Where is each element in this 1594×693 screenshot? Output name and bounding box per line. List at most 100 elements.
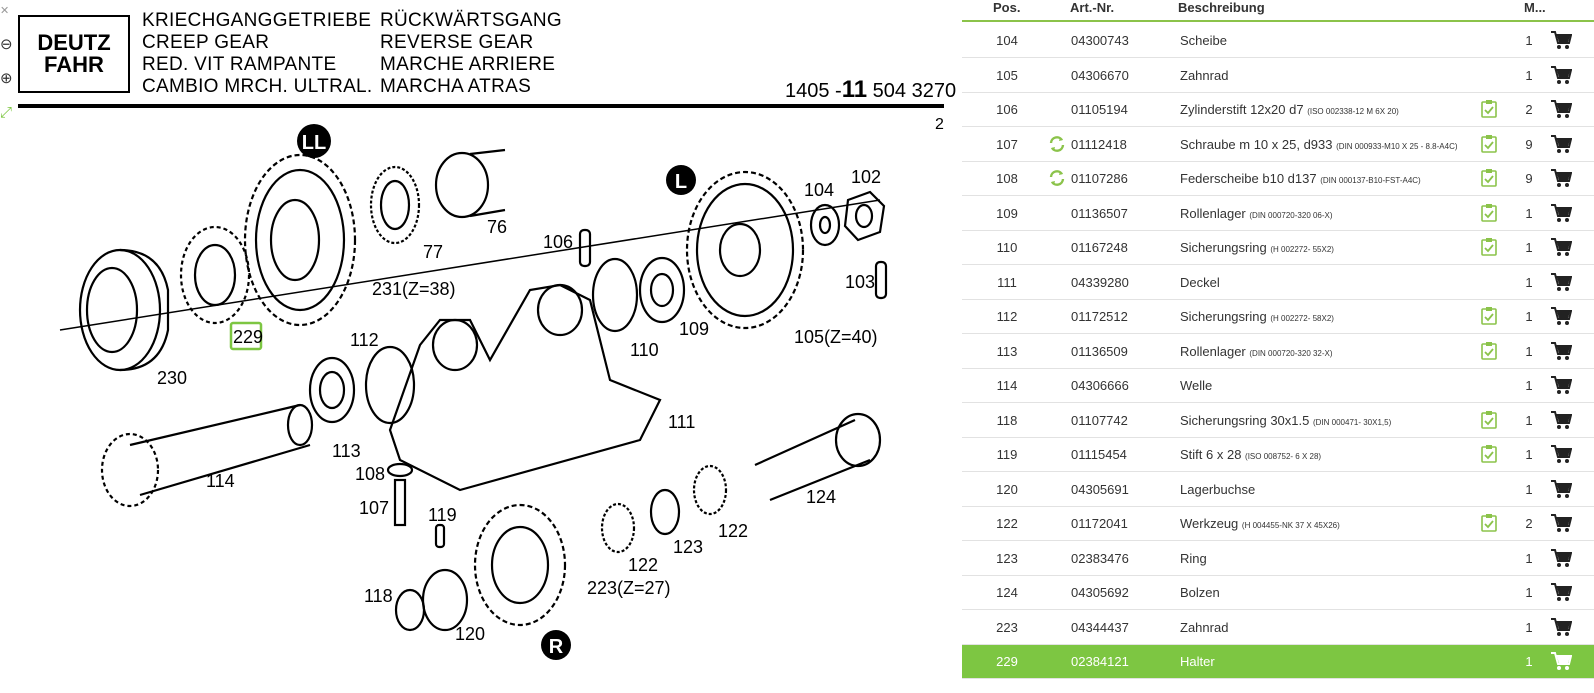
callout-76: 76 (487, 217, 507, 237)
cart-icon[interactable] (1550, 134, 1573, 157)
callout-113: 113 (332, 441, 361, 461)
table-header: Pos. Art.-Nr. Beschreibung M... (962, 0, 1594, 22)
header-description[interactable]: Beschreibung (1178, 0, 1265, 15)
cell-art-nr[interactable]: 04339280 (1071, 274, 1129, 290)
cart-icon[interactable] (1550, 341, 1573, 364)
callout-229[interactable]: 229 (233, 327, 263, 347)
zoom-in-icon[interactable]: ⊕ (0, 70, 13, 87)
cell-art-nr[interactable]: 01112418 (1071, 136, 1127, 152)
callout-223: 223(Z=27) (587, 578, 671, 598)
cart-icon[interactable] (1550, 272, 1573, 295)
datasheet-icon[interactable] (1480, 134, 1498, 157)
cart-icon[interactable] (1550, 582, 1573, 605)
datasheet-icon[interactable] (1480, 168, 1498, 191)
cart-icon[interactable] (1550, 479, 1573, 502)
cart-icon[interactable] (1550, 30, 1573, 53)
cell-description: Ring (1180, 551, 1207, 566)
cart-icon[interactable] (1550, 375, 1573, 398)
title-line: KRIECHGANGGETRIEBE (142, 10, 372, 31)
datasheet-icon[interactable] (1480, 444, 1498, 467)
cell-description: Halter (1180, 654, 1215, 669)
cart-icon[interactable] (1550, 99, 1573, 122)
replacement-icon[interactable] (1048, 169, 1066, 190)
cart-icon[interactable] (1550, 168, 1573, 191)
expand-icon[interactable]: ⤢ (0, 104, 13, 121)
cell-art-nr[interactable]: 04344437 (1071, 619, 1129, 635)
cell-art-nr[interactable]: 04306670 (1071, 67, 1129, 83)
cell-art-nr[interactable]: 01172512 (1071, 309, 1128, 324)
cart-icon[interactable] (1550, 513, 1573, 536)
cell-art-nr[interactable]: 01107286 (1071, 171, 1128, 186)
cell-quantity: 1 (1525, 67, 1533, 83)
cell-art-nr[interactable]: 04305692 (1071, 585, 1129, 600)
description-text: Lagerbuchse (1180, 481, 1256, 497)
cell-art-nr[interactable]: 01172041 (1071, 516, 1128, 531)
header-art-nr[interactable]: Art.-Nr. (1070, 0, 1115, 15)
callout-107: 107 (359, 498, 389, 518)
description-text: Sicherungsring (1180, 240, 1267, 255)
datasheet-icon[interactable] (1480, 410, 1498, 433)
cell-description: Schraube m 10 x 25, d933 (DIN 000933-M10… (1180, 137, 1458, 152)
cell-art-nr[interactable]: 04305691 (1071, 481, 1129, 497)
cell-art-nr[interactable]: 02384121 (1071, 654, 1129, 669)
cell-art-nr[interactable]: 01136507 (1071, 205, 1128, 221)
zoom-out-icon[interactable]: ⊖ (0, 36, 13, 53)
cell-art-nr[interactable]: 01167248 (1071, 240, 1128, 255)
cart-icon[interactable] (1550, 651, 1573, 674)
header-pos[interactable]: Pos. (993, 0, 1021, 15)
cart-icon[interactable] (1550, 237, 1573, 260)
cart-icon[interactable] (1550, 548, 1573, 571)
title-line: RED. VIT RAMPANTE (142, 54, 337, 75)
cart-icon[interactable] (1550, 65, 1573, 88)
exploded-view-diagram: LL L R 76 77 102 103 104 105(Z=40) 106 1… (59, 124, 888, 660)
cell-art-nr[interactable]: 01136509 (1071, 343, 1128, 359)
cart-icon[interactable] (1550, 617, 1573, 640)
cell-quantity: 1 (1525, 654, 1533, 669)
datasheet-icon[interactable] (1480, 203, 1498, 226)
cart-icon[interactable] (1550, 444, 1573, 467)
cell-art-nr[interactable]: 02383476 (1071, 550, 1129, 566)
cell-art-nr[interactable]: 01115454 (1071, 447, 1127, 462)
header-rule (18, 104, 944, 108)
datasheet-icon[interactable] (1480, 99, 1498, 122)
cell-art-nr[interactable]: 04306666 (1071, 378, 1129, 393)
cell-art-nr[interactable]: 04300743 (1071, 33, 1129, 48)
replacement-icon[interactable] (1048, 135, 1066, 156)
cell-pos: 109 (996, 205, 1018, 221)
cart-icon[interactable] (1550, 306, 1573, 329)
cart-icon[interactable] (1550, 203, 1573, 226)
title-line: CAMBIO MRCH. ULTRAL. (142, 76, 373, 97)
datasheet-icon[interactable] (1480, 306, 1498, 329)
cart-icon[interactable] (1550, 410, 1573, 433)
datasheet-icon[interactable] (1480, 513, 1498, 536)
header-quantity[interactable]: M... (1524, 0, 1546, 15)
logo-line-1: DEUTZ (37, 30, 111, 55)
cell-quantity: 1 (1525, 240, 1533, 255)
description-text: Federscheibe b10 d137 (1180, 171, 1317, 186)
datasheet-icon[interactable] (1480, 237, 1498, 260)
datasheet-icon[interactable] (1480, 341, 1498, 364)
close-icon[interactable]: ✕ (0, 5, 10, 17)
cell-art-nr[interactable]: 01105194 (1071, 102, 1128, 117)
cell-art-nr[interactable]: 01107742 (1071, 412, 1128, 428)
callout-229-highlight[interactable] (229, 321, 263, 351)
